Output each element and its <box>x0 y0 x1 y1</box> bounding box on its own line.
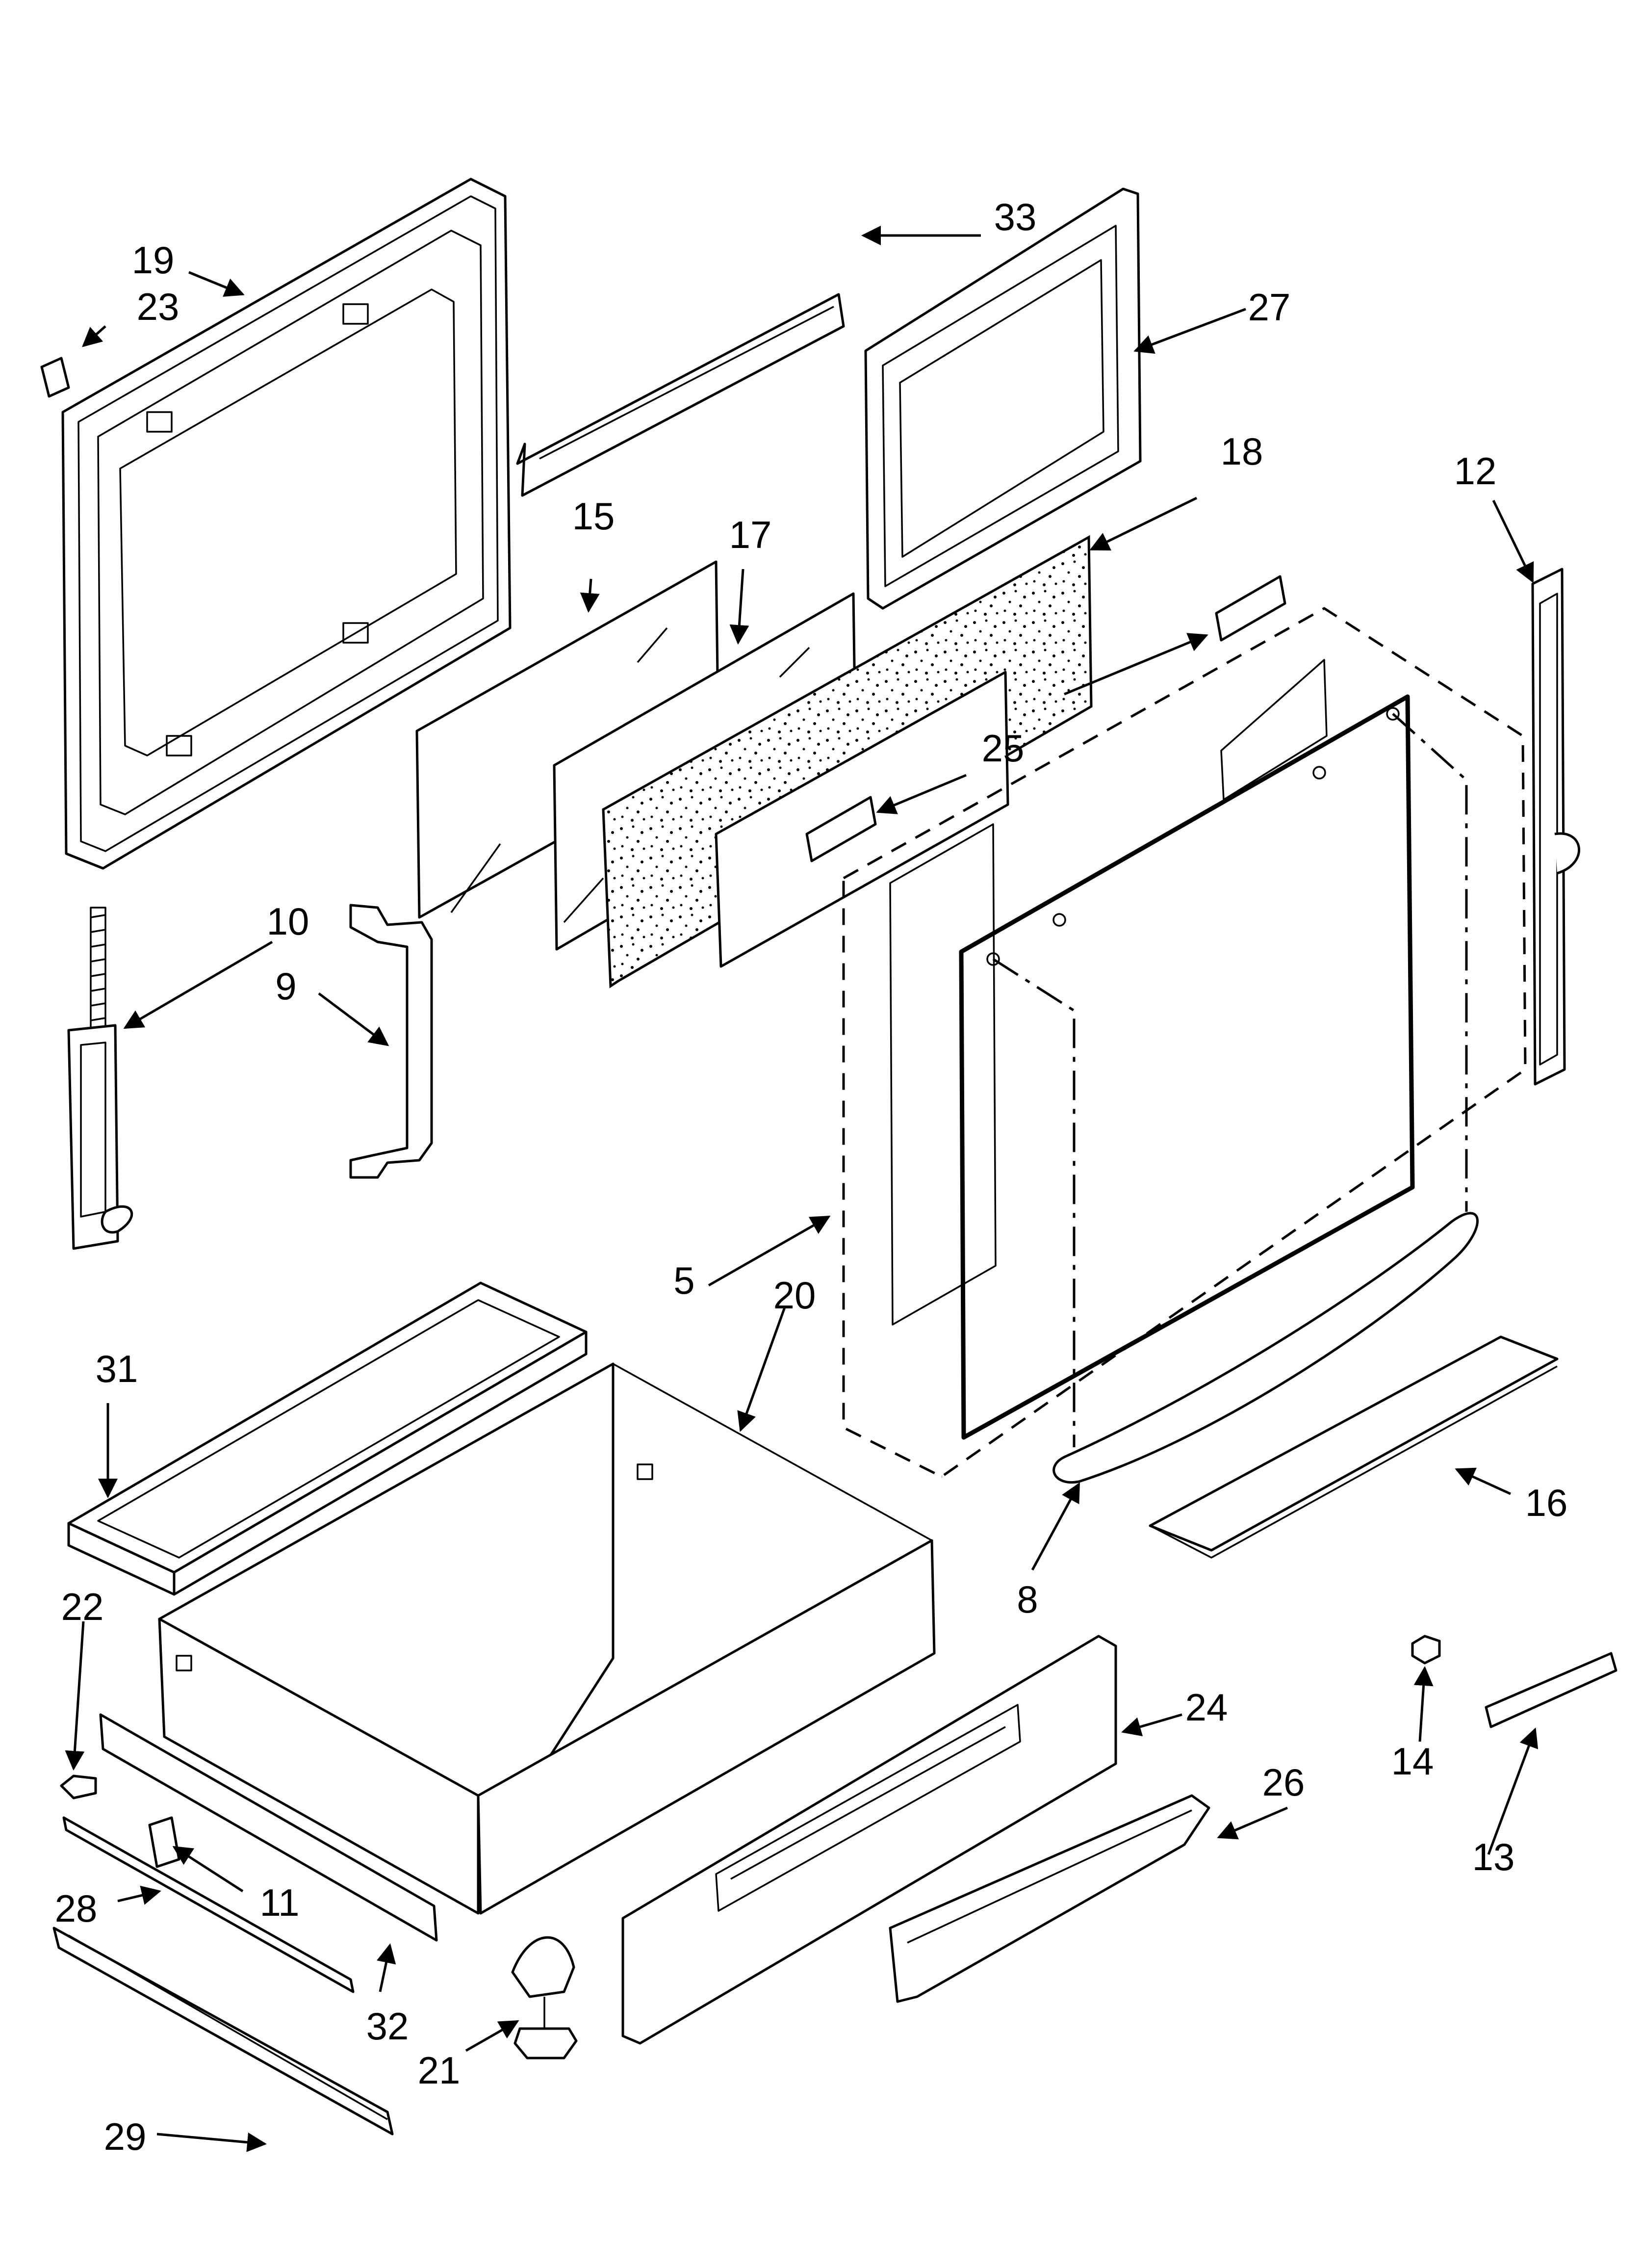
door-frame-inner <box>889 659 1479 1484</box>
callout-32: 32 <box>366 2005 409 2048</box>
bottom-trim-strip <box>1149 1335 1559 1559</box>
callout-8: 8 <box>1017 1578 1038 1621</box>
door-handle-bracket <box>349 904 433 1179</box>
callout-24: 24 <box>1185 1686 1228 1729</box>
callout-16: 16 <box>1525 1481 1568 1524</box>
callout-20: 20 <box>773 1274 816 1317</box>
callout-33: 33 <box>994 195 1037 238</box>
drawer-slide-lower <box>52 1927 394 2136</box>
door-side-rail <box>1531 568 1581 1086</box>
nut <box>1411 1635 1441 1665</box>
callout-23: 23 <box>136 285 180 328</box>
callout-12: 12 <box>1454 449 1497 493</box>
callout-28: 28 <box>54 1887 98 1930</box>
door-assembly <box>842 607 1527 1478</box>
callout-27: 27 <box>1248 286 1291 329</box>
drawer-front-panel <box>621 1635 1117 2045</box>
callout-9: 9 <box>275 965 297 1008</box>
drawer-side-panel <box>99 1713 438 1942</box>
drawer-handle <box>889 1794 1210 2003</box>
callout-21: 21 <box>417 2049 461 2092</box>
leveling-leg <box>511 1936 578 2059</box>
callout-10: 10 <box>266 900 309 943</box>
screw <box>60 1774 97 1799</box>
callout-5: 5 <box>673 1259 695 1302</box>
hinge-bracket-top <box>1215 575 1286 642</box>
callout-19: 19 <box>131 238 175 282</box>
drawer-top-cover <box>67 1281 588 1596</box>
outer-door-panel <box>61 178 512 870</box>
callout-22: 22 <box>61 1585 104 1628</box>
callout-26: 26 <box>1262 1761 1305 1804</box>
door-hinge <box>67 907 133 1250</box>
drawer-slide-upper <box>62 1816 355 1993</box>
door-clip <box>40 357 70 398</box>
inner-door-frame <box>864 187 1142 610</box>
trim-bumper <box>1485 1652 1617 1728</box>
callout-25: 25 <box>981 727 1025 770</box>
callout-14: 14 <box>1391 1740 1434 1783</box>
hinge-bracket-bottom <box>805 796 877 862</box>
callout-11: 11 <box>259 1881 300 1924</box>
callout-29: 29 <box>103 2115 147 2158</box>
callout-31: 31 <box>95 1347 138 1390</box>
storage-drawer-box <box>158 1362 936 1915</box>
callout-13: 13 <box>1472 1835 1515 1878</box>
leader-lines <box>65 226 1539 2152</box>
callout-18: 18 <box>1220 430 1263 473</box>
vent-strip <box>516 293 845 497</box>
callout-17: 17 <box>729 513 772 556</box>
bumper-foot <box>148 1816 180 1868</box>
callout-15: 15 <box>572 495 615 538</box>
